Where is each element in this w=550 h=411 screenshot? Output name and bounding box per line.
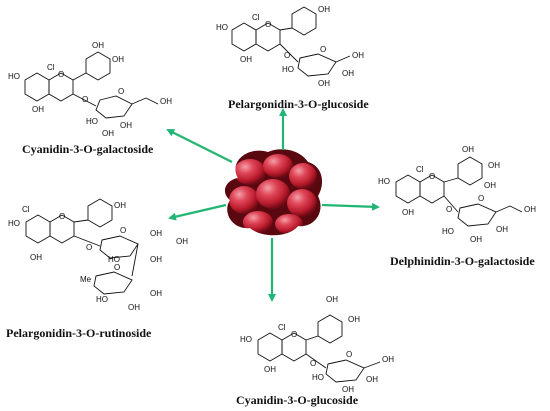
atom-label: OH bbox=[120, 121, 132, 130]
atom-label: O bbox=[58, 70, 64, 79]
structure-cyanidin-3-o-glucoside: Cl O OH OH HO OH O O OH HO OH OH bbox=[240, 295, 394, 394]
atom-label: O bbox=[310, 359, 316, 368]
caption-cyanidin-3-o-galactoside: Cyanidin-3-O-galactoside bbox=[22, 142, 154, 156]
caption-delphinidin-3-o-galactoside: Delphinidin-3-O-galactoside bbox=[390, 254, 535, 268]
structure-delphinidin-3-o-galactoside: Cl O OH OH OH HO OH O O OH HO OH OH bbox=[378, 145, 536, 244]
atom-label: OH bbox=[352, 51, 364, 60]
atom-label: O bbox=[291, 330, 297, 339]
atom-label: Cl bbox=[278, 323, 286, 332]
atom-label: OH bbox=[318, 79, 330, 88]
atom-label: OH bbox=[240, 55, 252, 64]
atom-label: HO bbox=[96, 295, 108, 304]
atom-label: O bbox=[120, 226, 126, 235]
atom-label: OH bbox=[470, 235, 482, 244]
atom-label: OH bbox=[366, 375, 378, 384]
atom-label: Cl bbox=[22, 205, 30, 214]
atom-label: OH bbox=[496, 225, 508, 234]
atom-label: O bbox=[478, 194, 484, 203]
atom-label: HO bbox=[8, 72, 20, 81]
cranberry bbox=[287, 189, 317, 217]
cranberry bbox=[243, 211, 273, 233]
atom-label: OH bbox=[114, 201, 126, 210]
atom-label: OH bbox=[462, 145, 474, 154]
atom-label: OH bbox=[488, 161, 500, 170]
cranberry bbox=[263, 154, 293, 178]
atom-label: OH bbox=[160, 97, 172, 106]
atom-label: O bbox=[346, 350, 352, 359]
atom-label: OH bbox=[402, 208, 414, 217]
arrow-to-pelargonidin-3-o-rutinoside bbox=[168, 203, 227, 221]
atom-label: OH bbox=[264, 365, 276, 374]
caption-pelargonidin-3-o-glucoside: Pelargonidin-3-O-glucoside bbox=[228, 97, 369, 111]
atom-label: OH bbox=[102, 129, 114, 138]
atom-label: OH bbox=[92, 41, 104, 50]
atom-label: Cl bbox=[252, 13, 260, 22]
structure-pelargonidin-3-o-glucoside: Cl O OH HO OH O O OH HO OH OH bbox=[216, 5, 364, 88]
atom-label: OH bbox=[524, 205, 536, 214]
atom-label: OH bbox=[342, 69, 354, 78]
atom-label: HO bbox=[8, 219, 20, 228]
atom-label: O bbox=[320, 45, 326, 54]
atom-label: OH bbox=[326, 295, 338, 304]
atom-label: Me bbox=[80, 275, 92, 284]
arrow-to-delphinidin-3-o-galactoside bbox=[321, 202, 380, 211]
atom-label: Cl bbox=[416, 165, 424, 174]
atom-label: OH bbox=[382, 355, 394, 364]
caption-cyanidin-3-o-glucoside: Cyanidin-3-O-glucoside bbox=[236, 393, 359, 407]
cranberry bbox=[234, 159, 266, 185]
cranberry bbox=[289, 163, 317, 189]
atom-label: HO bbox=[378, 177, 390, 186]
atom-label: O bbox=[265, 20, 271, 29]
caption-pelargonidin-3-o-rutinoside: Pelargonidin-3-O-rutinoside bbox=[6, 326, 152, 340]
atom-label: O bbox=[114, 263, 120, 272]
atom-label: HO bbox=[240, 335, 252, 344]
atom-label: HO bbox=[442, 227, 454, 236]
atom-label: OH bbox=[348, 315, 360, 324]
atom-label: HO bbox=[216, 23, 228, 32]
atom-label: OH bbox=[176, 237, 188, 246]
arrows bbox=[166, 108, 380, 302]
cranberry bbox=[256, 179, 290, 209]
structure-pelargonidin-3-o-rutinoside: Cl O OH HO OH O O OH OH HO OH Me O HO OH… bbox=[8, 198, 188, 312]
atom-label: O bbox=[446, 205, 452, 214]
atom-label: OH bbox=[30, 253, 42, 262]
atom-label: OH bbox=[150, 229, 162, 238]
atom-label: HO bbox=[312, 373, 324, 382]
atom-label: O bbox=[82, 95, 88, 104]
atom-label: O bbox=[59, 212, 65, 221]
cranberry-image bbox=[224, 149, 323, 236]
atom-label: O bbox=[86, 243, 92, 252]
atom-label: OH bbox=[318, 5, 330, 14]
atom-label: OH bbox=[32, 105, 44, 114]
atom-label: O bbox=[429, 172, 435, 181]
atom-label: OH bbox=[484, 181, 496, 190]
atom-label: OH bbox=[128, 303, 140, 312]
atom-label: OH bbox=[112, 55, 124, 64]
atom-label: O bbox=[118, 87, 124, 96]
atom-label: OH bbox=[150, 255, 162, 264]
cranberry bbox=[229, 186, 259, 214]
cranberry bbox=[275, 214, 303, 234]
atom-label: HO bbox=[282, 65, 294, 74]
atom-label: OH bbox=[342, 385, 354, 394]
atom-label: HO bbox=[108, 255, 120, 264]
atom-label: Cl bbox=[47, 63, 55, 72]
atom-label: OH bbox=[150, 289, 162, 298]
arrow-to-cyanidin-3-o-galactoside bbox=[166, 129, 233, 163]
atom-label: HO bbox=[86, 117, 98, 126]
structure-cyanidin-3-o-galactoside: Cl O OH OH HO OH O O OH HO OH OH bbox=[8, 41, 172, 138]
atom-label: O bbox=[284, 51, 290, 60]
